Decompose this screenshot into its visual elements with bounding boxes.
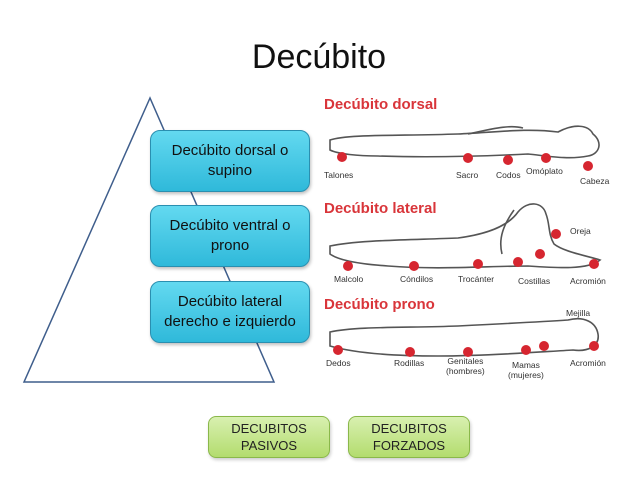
point-label: Costillas: [518, 276, 551, 286]
page-title: Decúbito: [251, 38, 387, 76]
pasivos-button[interactable]: DECUBITOS PASIVOS: [208, 416, 330, 458]
forzados-button[interactable]: DECUBITOS FORZADOS: [348, 416, 470, 458]
level-dorsal-box: Decúbito dorsal o supino: [150, 130, 310, 192]
dorsal-figure-title: Decúbito dorsal: [324, 96, 438, 113]
point-label: Malcolo: [334, 274, 364, 284]
point-label: Rodillas: [394, 358, 425, 368]
point-label: Talones: [324, 170, 354, 180]
positions-illustration: Decúbito dorsal Talones Sacro Codos Omóp…: [318, 94, 618, 384]
point-label: Mejilla: [566, 308, 591, 318]
point-label: Acromión: [570, 276, 606, 286]
point-label: Mamas (mujeres): [508, 360, 544, 380]
point-label: Trocánter: [458, 274, 495, 284]
body-outlines: [329, 125, 602, 357]
point-label: Sacro: [456, 170, 479, 180]
level-ventral-box: Decúbito ventral o prono: [150, 205, 310, 267]
point-label: Dedos: [326, 358, 351, 368]
point-label: Omóplato: [526, 166, 563, 176]
point-label: Oreja: [570, 226, 591, 236]
prono-figure-title: Decúbito prono: [324, 296, 435, 313]
lateral-figure-title: Decúbito lateral: [324, 200, 437, 217]
point-label: Genitales (hombres): [446, 356, 485, 376]
point-label: Codos: [496, 170, 521, 180]
point-label: Acromión: [570, 358, 606, 368]
point-label: Cóndilos: [400, 274, 434, 284]
point-label: Cabeza: [580, 176, 610, 186]
level-lateral-box: Decúbito lateral derecho e izquierdo: [150, 281, 310, 343]
